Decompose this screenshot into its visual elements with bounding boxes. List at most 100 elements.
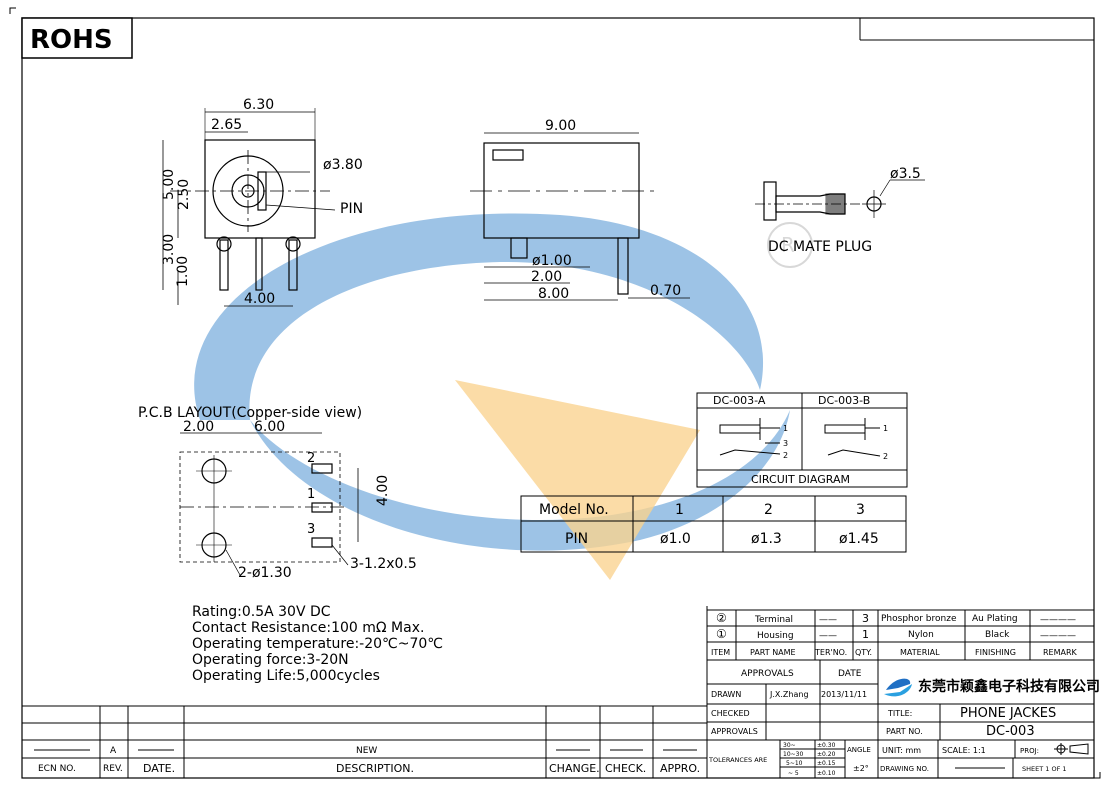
specs: Rating:0.5A 30V DC Contact Resistance:10…	[192, 604, 443, 684]
svg-text:REMARK: REMARK	[1043, 648, 1078, 657]
svg-text:5.00: 5.00	[161, 169, 177, 200]
rohs-text: ROHS	[30, 25, 113, 55]
revision-block	[22, 606, 708, 778]
circuit-diagram	[696, 392, 908, 488]
svg-text:6.00: 6.00	[254, 419, 285, 435]
title-block-text: APPROVALS DATE DRAWN J.X.Zhang 2013/11/1…	[708, 669, 1100, 777]
svg-text:QTY.: QTY.	[855, 648, 872, 657]
svg-text:R: R	[781, 233, 795, 257]
svg-text:Operating Life:5,000cycles: Operating Life:5,000cycles	[192, 668, 380, 684]
svg-text:①: ①	[716, 627, 727, 641]
svg-text:SCALE: 1:1: SCALE: 1:1	[942, 746, 986, 755]
svg-text:±0.30: ±0.30	[817, 742, 836, 749]
svg-text:1: 1	[783, 424, 788, 433]
svg-text:±0.20: ±0.20	[817, 751, 836, 758]
svg-text:3: 3	[856, 502, 865, 518]
svg-text:PART NAME: PART NAME	[750, 648, 796, 657]
svg-text:ø1.00: ø1.00	[532, 253, 572, 269]
svg-text:Terminal: Terminal	[754, 615, 793, 625]
svg-text:8.00: 8.00	[538, 286, 569, 302]
side-view	[470, 132, 690, 301]
svg-text:J.X.Zhang: J.X.Zhang	[769, 690, 809, 699]
svg-text:Model No.: Model No.	[539, 502, 609, 518]
pcb-title: P.C.B LAYOUT(Copper-side view)	[138, 405, 362, 421]
svg-text:DC-003: DC-003	[986, 724, 1035, 739]
plug-dia: ø3.5	[890, 166, 921, 182]
svg-text:CHECK.: CHECK.	[605, 762, 646, 775]
svg-text:2: 2	[783, 451, 788, 460]
svg-text:REV.: REV.	[103, 764, 123, 774]
svg-text:ITEM: ITEM	[711, 648, 730, 657]
watermark-logo: R	[194, 213, 813, 580]
svg-text:————: ————	[1040, 615, 1076, 625]
svg-text:FINISHING: FINISHING	[975, 648, 1016, 657]
svg-text:————: ————	[1040, 631, 1076, 641]
model-table-text: Model No. 1 2 3 PIN ø1.0 ø1.3 ø1.45	[539, 502, 879, 547]
svg-text:2: 2	[307, 451, 315, 466]
svg-text:SHEET 1 OF 1: SHEET 1 OF 1	[1022, 765, 1067, 773]
svg-text:±2°: ±2°	[853, 764, 869, 773]
svg-text:10~30: 10~30	[783, 751, 803, 758]
pcb-layout	[179, 432, 359, 576]
svg-text:5~10: 5~10	[786, 760, 803, 767]
svg-text:PIN: PIN	[340, 201, 363, 217]
svg-text:2.00: 2.00	[531, 269, 562, 285]
svg-text:CHECKED: CHECKED	[711, 709, 750, 718]
svg-text:DRAWING NO.: DRAWING NO.	[880, 765, 929, 773]
svg-text:1: 1	[862, 628, 869, 641]
svg-text:0.70: 0.70	[650, 283, 681, 299]
svg-text:Contact Resistance:100 mΩ Max.: Contact Resistance:100 mΩ Max.	[192, 620, 424, 636]
svg-text:30~: 30~	[783, 742, 796, 749]
svg-text:ø1.0: ø1.0	[660, 531, 691, 547]
svg-text:PART NO.: PART NO.	[886, 727, 923, 736]
svg-text:ø1.3: ø1.3	[751, 531, 782, 547]
svg-text:DC-003-B: DC-003-B	[818, 394, 870, 407]
svg-text:DATE.: DATE.	[143, 762, 175, 775]
svg-text:APPRO.: APPRO.	[660, 762, 700, 775]
svg-text:3.00: 3.00	[161, 234, 177, 265]
svg-text:Au Plating: Au Plating	[972, 614, 1018, 624]
company-name: 东莞市颖鑫电子科技有限公司	[918, 678, 1100, 695]
front-view-dims: 6.30 2.65 ø3.80 PIN 4.00 5.00 2.50 3.00 …	[161, 97, 363, 307]
svg-text:6.30: 6.30	[243, 97, 274, 113]
svg-text:DC-003-A: DC-003-A	[713, 394, 766, 407]
side-view-dims: 9.00 ø1.00 2.00 8.00 0.70	[531, 118, 681, 302]
svg-text:±0.15: ±0.15	[817, 760, 836, 767]
svg-text:CIRCUIT DIAGRAM: CIRCUIT DIAGRAM	[751, 473, 850, 486]
svg-text:2-ø1.30: 2-ø1.30	[238, 565, 292, 581]
front-view	[162, 108, 336, 307]
bom-table	[707, 609, 1094, 661]
title-block	[707, 660, 1094, 778]
svg-text:APPROVALS: APPROVALS	[711, 727, 758, 736]
svg-text:DATE: DATE	[838, 669, 862, 679]
svg-text:3: 3	[862, 612, 869, 625]
svg-text:NEW: NEW	[356, 746, 377, 756]
svg-text:2: 2	[764, 502, 773, 518]
svg-text:~ 5: ~ 5	[788, 770, 799, 777]
svg-text:——: ——	[819, 615, 837, 625]
svg-text:Phosphor bronze: Phosphor bronze	[881, 614, 957, 624]
dc-mate-plug	[755, 179, 925, 221]
svg-text:1: 1	[307, 487, 315, 502]
circuit-labels: DC-003-A DC-003-B CIRCUIT DIAGRAM 1 3 2 …	[713, 394, 888, 486]
svg-text:9.00: 9.00	[545, 118, 576, 134]
svg-text:Operating force:3-20N: Operating force:3-20N	[192, 652, 349, 668]
svg-text:Operating temperature:-20℃~70℃: Operating temperature:-20℃~70℃	[192, 636, 443, 652]
svg-text:Housing: Housing	[757, 631, 794, 641]
revision-text: A NEW ECN NO. REV. DATE. DESCRIPTION. CH…	[38, 746, 700, 775]
svg-text:APPROVALS: APPROVALS	[741, 669, 794, 679]
svg-text:2.00: 2.00	[183, 419, 214, 435]
svg-text:2.65: 2.65	[211, 117, 242, 133]
svg-text:ø1.45: ø1.45	[839, 531, 879, 547]
svg-text:4.00: 4.00	[244, 291, 275, 307]
svg-text:3-1.2x0.5: 3-1.2x0.5	[350, 556, 417, 572]
svg-text:——: ——	[819, 631, 837, 641]
svg-text:MATERIAL: MATERIAL	[900, 648, 940, 657]
rohs-badge: ROHS	[21, 17, 133, 59]
svg-text:2: 2	[883, 452, 888, 461]
svg-text:ANGLE: ANGLE	[847, 746, 871, 754]
svg-text:2.50: 2.50	[176, 179, 192, 210]
svg-text:3: 3	[307, 522, 315, 537]
svg-text:TITLE:: TITLE:	[887, 709, 912, 718]
svg-text:A: A	[110, 746, 117, 756]
